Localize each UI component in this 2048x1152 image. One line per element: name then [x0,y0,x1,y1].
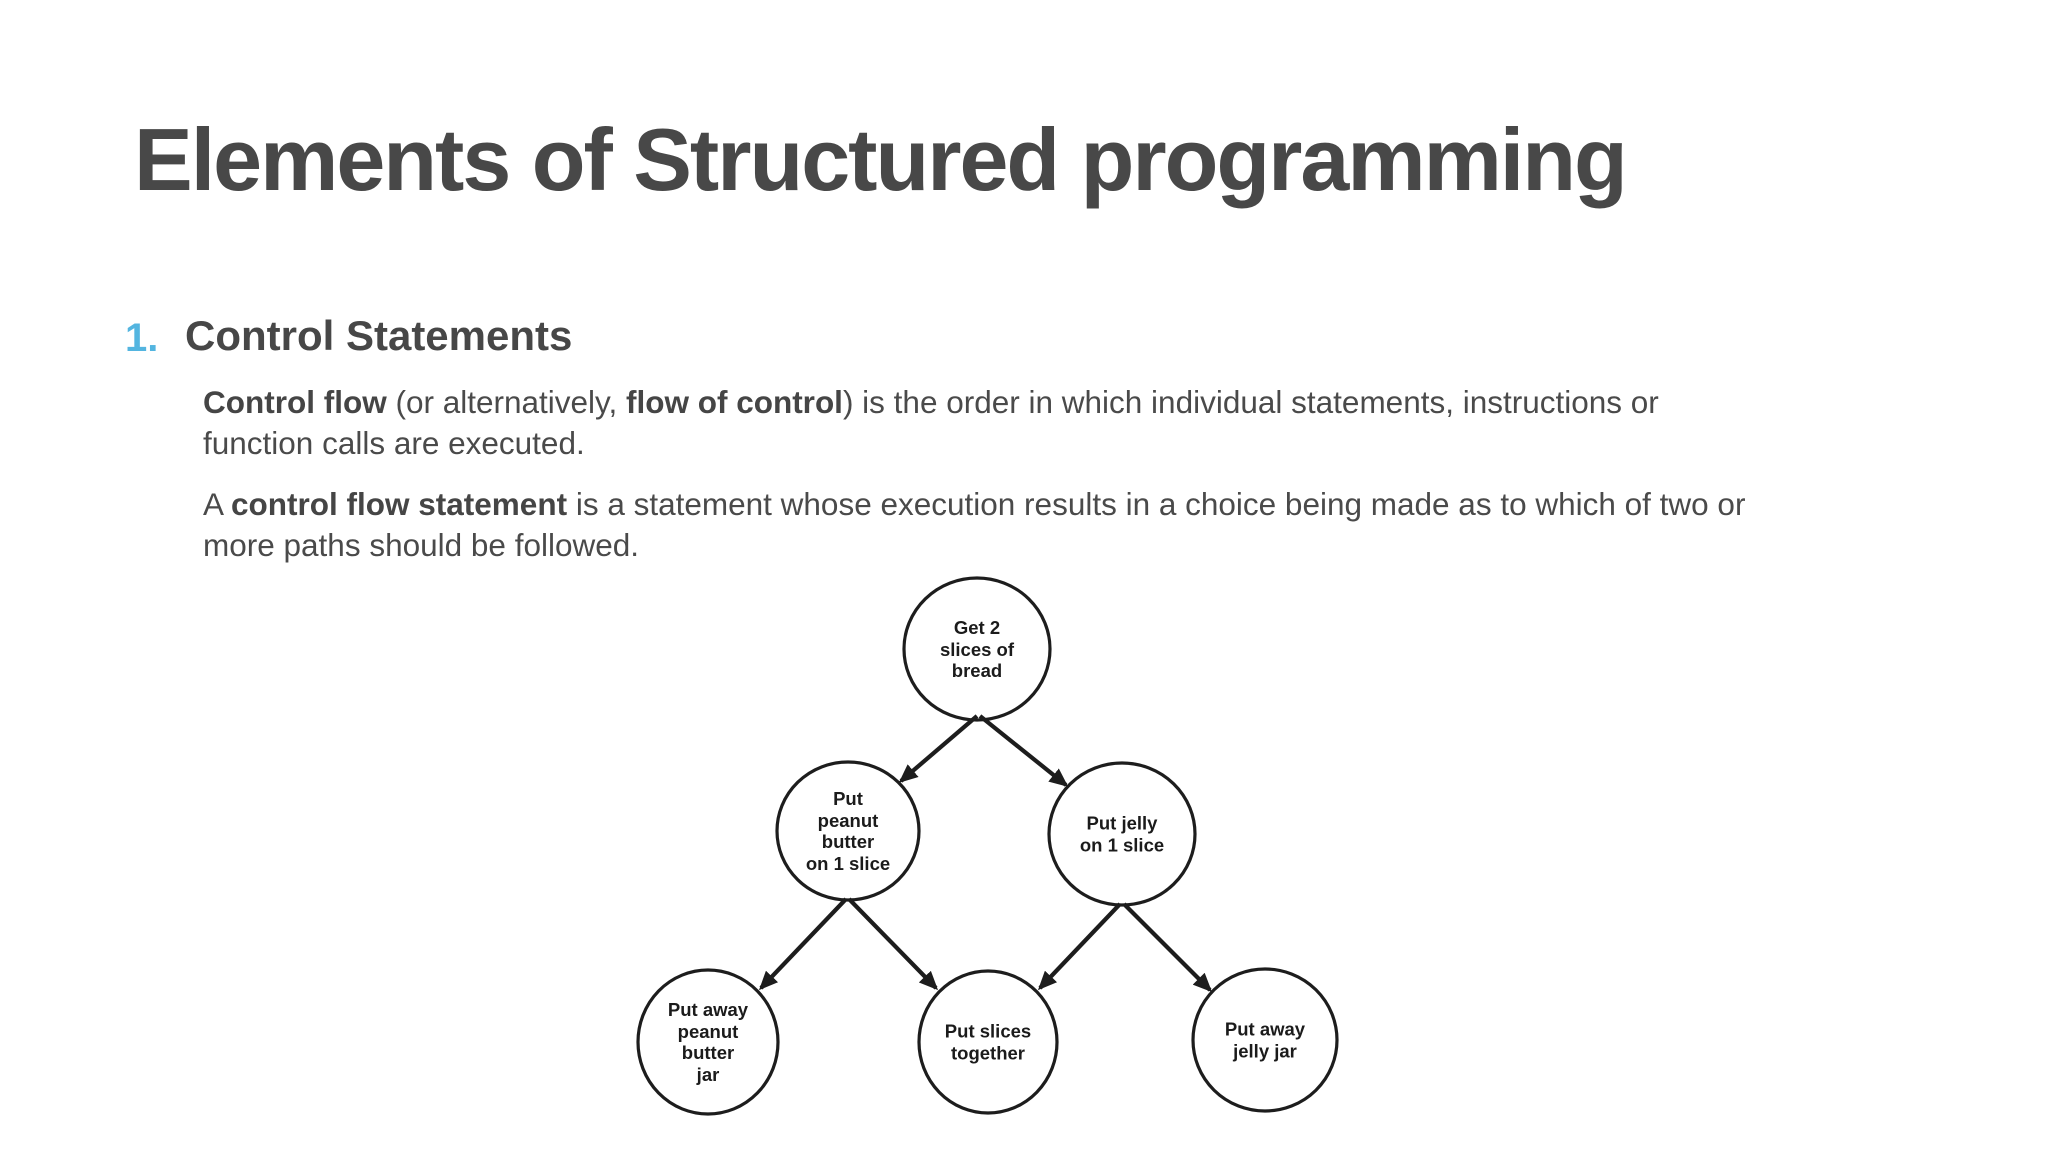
paragraph-control-flow-statement: A control flow statement is a statement … [203,484,1745,566]
list-number: 1. [125,316,159,360]
flowchart-node-label-jelly: Put jelly on 1 slice [1079,812,1165,856]
flowchart-node-get-bread [902,576,1052,722]
text-run: (or alternatively, [386,384,626,420]
bold-term: flow of control [625,384,843,420]
flowchart-node-jelly [1047,761,1197,907]
flowchart-node-label-slices-together: Put slices together [944,1020,1032,1064]
bold-term: Control flow [203,384,387,420]
bold-term: control flow statement [231,486,568,522]
text-run: is a statement whose execution results i… [203,486,1746,563]
flowchart-arrow-get-bread-to-jelly [978,714,1069,787]
flowchart-node-label-away-jelly-jar: Put away jelly jar [1224,1018,1306,1062]
flowchart-node-label-away-pb-jar: Put away peanut butter jar [667,999,749,1085]
paragraph-control-flow: Control flow (or alternatively, flow of … [203,382,1659,464]
flowchart-node-slices-together [917,969,1059,1115]
section-heading: Control Statements [185,312,573,359]
flowchart-arrow-jelly-to-away-jelly-jar [1122,902,1213,993]
flowchart-arrow-get-bread-to-peanut-butter [898,714,979,783]
text-run: A [203,486,232,522]
slide-title: Elements of Structured programming [134,110,1628,209]
flowchart-node-away-pb-jar [636,968,780,1116]
flowchart-arrow-peanut-butter-to-slices-together [847,897,939,991]
flowchart-node-label-peanut-butter: Put peanut butter on 1 slice [805,788,891,874]
flowchart-arrow-peanut-butter-to-away-pb-jar [758,897,848,991]
text-run: ) is the order in which individual state… [203,384,1659,461]
flowchart-arrow-jelly-to-slices-together [1037,902,1122,991]
flowchart-node-label-get-bread: Get 2 slices of bread [939,616,1015,681]
flowchart-node-away-jelly-jar [1191,967,1339,1113]
